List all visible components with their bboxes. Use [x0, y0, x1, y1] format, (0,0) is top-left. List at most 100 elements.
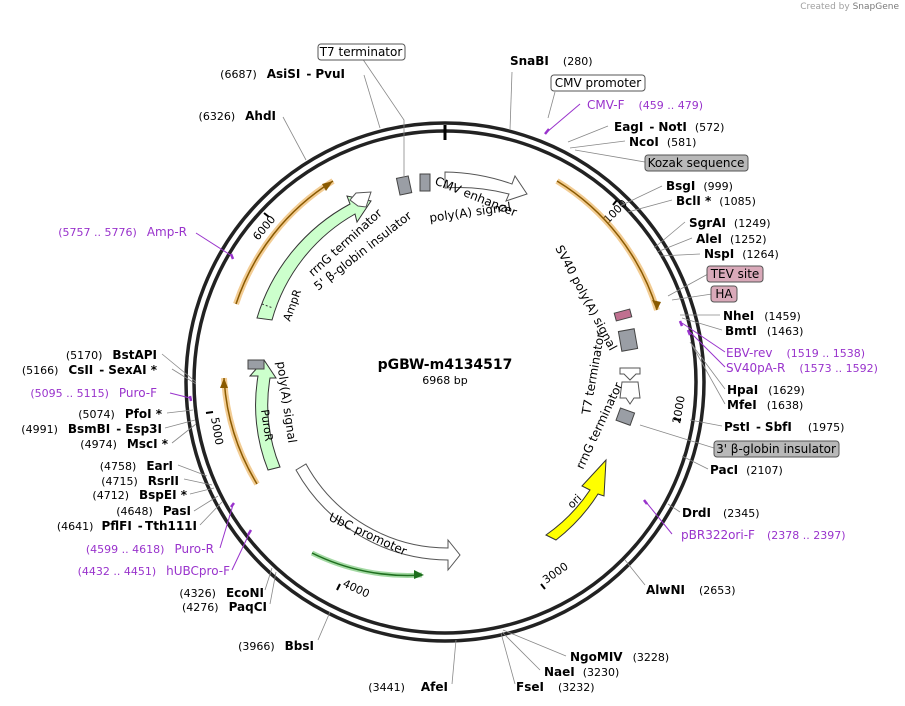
t7-terminator-block [395, 175, 413, 196]
beta-globin-3-block [615, 407, 636, 426]
primer-leader-ampr [195, 232, 233, 257]
leader-hpai [689, 341, 726, 390]
enzyme-mfei[interactable]: MfeI(1638) [727, 398, 803, 412]
t7-term-right-arrow [619, 367, 641, 381]
enzyme-nhei[interactable]: NheI(1459) [723, 309, 801, 323]
leader-msci [171, 423, 197, 444]
credit-brand: SnapGene [852, 2, 899, 12]
enzyme-rsrii-pos: (4715) [101, 475, 138, 488]
enzyme-hpai[interactable]: HpaI(1629) [727, 383, 805, 397]
ampr-label: AmpR [281, 287, 305, 323]
enzyme-fsei[interactable]: FseI(3232) [516, 680, 595, 694]
enzyme-psti[interactable]: PstI-SbfI(1975) [724, 420, 844, 434]
primer-purof[interactable]: (5095 .. 5115) Puro-F [30, 386, 157, 400]
enzyme-econi[interactable]: (4326)EcoNI [179, 586, 264, 600]
enzyme-pasi-name: PasI [163, 504, 191, 518]
polya-signal-top-label: poly(A) signal [428, 200, 511, 225]
enzyme-bstapi[interactable]: (5170)BstAPI [66, 348, 157, 362]
primer-ampr[interactable]: (5757 .. 5776)Amp-R [58, 225, 187, 239]
kozak-box [644, 154, 749, 172]
tick-marks [205, 199, 682, 591]
ha-box-label: HA [715, 287, 733, 301]
enzyme-paci[interactable]: PacI(2107) [710, 463, 783, 477]
enzyme-bsmbi-dash: - [116, 422, 121, 436]
primer-ebv[interactable]: EBV-rev(1519 .. 1538) [726, 346, 865, 360]
enzyme-hpai-name: HpaI [727, 383, 758, 397]
leader-pasi [193, 495, 219, 512]
enzyme-snabi[interactable]: SnaBI(280) [510, 54, 593, 68]
tick-label-5000: 5000 [208, 416, 226, 446]
enzyme-drdi[interactable]: DrdI(2345) [682, 506, 760, 520]
primer-purof-name: Puro-F [119, 386, 157, 400]
tick-6000 [263, 212, 270, 218]
primer-ampr-name: Amp-R [147, 225, 187, 239]
enzyme-alei[interactable]: AleI(1252) [696, 232, 767, 246]
enzyme-bbsi[interactable]: (3966)BbsI [238, 639, 314, 653]
enzyme-pflfi-name: PflFI [101, 519, 131, 533]
enzyme-econi-pos: (4326) [179, 587, 216, 600]
enzyme-ncoi[interactable]: NcoI(581) [629, 135, 696, 149]
cmv-promoter-box-label: CMV promoter [555, 76, 642, 90]
enzyme-afei-pos: (3441) [368, 681, 405, 694]
enzyme-pasi[interactable]: (4648)PasI [116, 504, 191, 518]
primer-mark-pbr [643, 499, 648, 505]
enzyme-bbsi-name: BbsI [285, 639, 314, 653]
enzyme-bmti[interactable]: BmtI(1463) [725, 324, 803, 338]
enzyme-paqci[interactable]: (4276)PaqCI [182, 600, 267, 614]
enzyme-eagi-name: EagI [614, 120, 643, 134]
enzyme-bspei[interactable]: (4712)BspEI * [92, 488, 187, 502]
enzyme-afei[interactable]: (3441)AfeI [368, 680, 448, 694]
enzyme-ahdi[interactable]: (6326)AhdI [199, 109, 276, 123]
primer-puror[interactable]: (4599 .. 4618)Puro-R [86, 542, 214, 556]
primer-purof-range: (5095 .. 5115) [30, 387, 109, 400]
rrng-terminator-inner-label: rrnG terminator [573, 380, 625, 471]
primer-hubc[interactable]: (4432 .. 4451)hUBCpro-F [78, 564, 231, 578]
enzyme-pflfi-dash: - [138, 519, 143, 533]
enzyme-bsmbi[interactable]: (4991)BsmBI-Esp3I [21, 422, 162, 436]
tev-site-box [706, 265, 764, 283]
enzyme-nhei-name: NheI [723, 309, 754, 323]
enzyme-bsgi[interactable]: BsgI(999) [666, 179, 733, 193]
enzyme-msci-name: MscI * [127, 437, 169, 451]
leader-alei [656, 237, 693, 253]
enzyme-rsrii[interactable]: (4715)RsrII [101, 474, 179, 488]
enzyme-pflfi[interactable]: (4641)PflFI-Tth111I [57, 519, 197, 533]
enzyme-eagi[interactable]: EagI-NotI(572) [614, 120, 724, 134]
plasmid-size: 6968 bp [422, 374, 467, 387]
primer-hubc-range: (4432 .. 4451) [78, 565, 157, 578]
primer-sv40par[interactable]: SV40pA-R(1573 .. 1592) [726, 361, 878, 375]
enzyme-naei[interactable]: NaeI(3230) [544, 665, 619, 679]
enzyme-bcli[interactable]: BclI *(1085) [676, 194, 756, 208]
polya-signal-left-label: poly(A) signal [274, 360, 299, 443]
orf-arc-left [221, 377, 260, 486]
enzyme-alwni[interactable]: AlwNI(2653) [646, 583, 736, 597]
leader-bsmbi [164, 419, 196, 429]
enzyme-nspi[interactable]: NspI(1264) [704, 247, 779, 261]
leader-fsei [500, 632, 516, 685]
leader-bmti [681, 317, 723, 331]
snapgene-credit: Created by SnapGene [800, 2, 899, 12]
enzyme-paqci-pos: (4276) [182, 601, 219, 614]
enzyme-msci[interactable]: (4974)MscI * [80, 437, 168, 451]
leader-bstapi [161, 353, 197, 383]
enzyme-eari[interactable]: (4758)EarI [100, 459, 173, 473]
tick-label-2000: 2000 [670, 395, 688, 425]
enzyme-asisi-pos: (6687) [220, 68, 257, 81]
enzyme-pfoi[interactable]: (5074)PfoI * [78, 407, 162, 421]
leader-econi [264, 567, 273, 591]
enzyme-ngomiv[interactable]: NgoMIV(3228) [570, 650, 669, 664]
leader-nspi [659, 253, 701, 257]
enzyme-alei-name: AleI [696, 232, 722, 246]
primer-pbr[interactable]: pBR322ori-F(2378 .. 2397) [681, 528, 846, 542]
enzyme-sgrai[interactable]: SgrAI(1249) [689, 216, 770, 230]
leader-rsrii [183, 478, 213, 486]
primer-cmvf[interactable]: CMV-F(459 .. 479) [587, 98, 703, 112]
enzyme-sexai-name: SexAI * [108, 363, 157, 377]
enzyme-eari-pos: (4758) [100, 460, 137, 473]
enzyme-asisi[interactable]: (6687)AsiSI-PvuI [220, 67, 345, 81]
enzyme-paci-pos: (2107) [746, 464, 783, 477]
enzyme-csii[interactable]: (5166)CsII-SexAI * [22, 363, 158, 377]
primer-mark-puror [230, 502, 235, 508]
enzyme-sbfi-name: SbfI [765, 420, 792, 434]
